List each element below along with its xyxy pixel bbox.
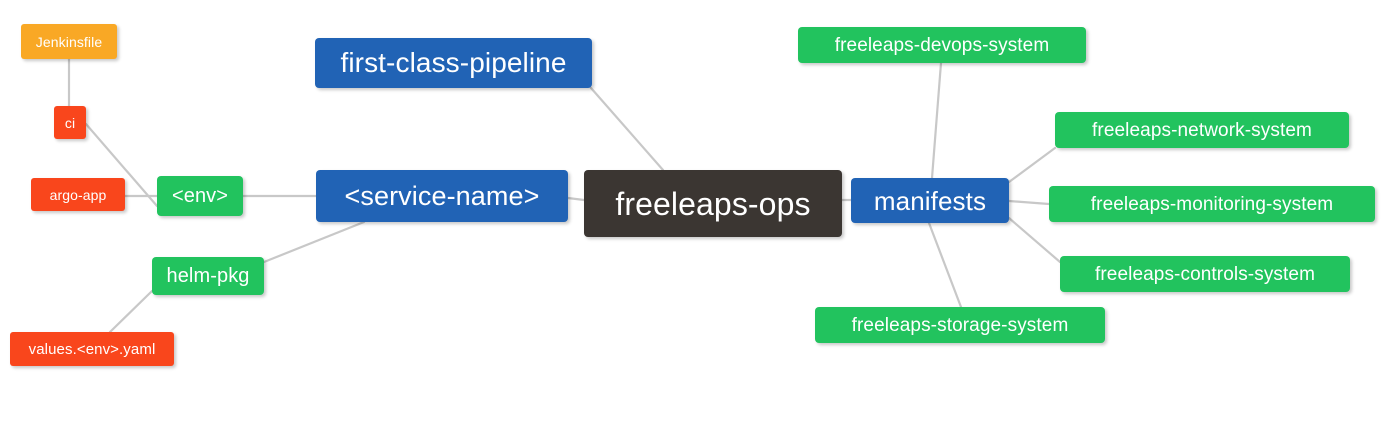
node-ci[interactable]: ci <box>54 106 86 139</box>
edge-manifests-to-freeleaps-storage-system <box>927 221 963 309</box>
node-label: Jenkinsfile <box>35 33 103 50</box>
node-env[interactable]: <env> <box>157 176 243 216</box>
node-helm-pkg[interactable]: helm-pkg <box>152 257 264 295</box>
node-jenkinsfile[interactable]: Jenkinsfile <box>21 24 117 59</box>
node-label: freeleaps-ops <box>615 185 811 222</box>
node-label: freeleaps-devops-system <box>834 34 1050 56</box>
node-label: <env> <box>171 185 229 207</box>
node-label: values.<env>.yaml <box>28 340 156 358</box>
edge-manifests-to-freeleaps-devops-system <box>930 61 943 180</box>
node-label: freeleaps-network-system <box>1092 119 1312 141</box>
edge-manifests-to-freeleaps-network-system <box>1007 146 1057 184</box>
node-label: freeleaps-controls-system <box>1094 263 1316 285</box>
node-label: helm-pkg <box>166 265 250 287</box>
node-label: ci <box>64 114 76 131</box>
node-service-name[interactable]: <service-name> <box>316 170 568 222</box>
node-label: first-class-pipeline <box>340 47 567 78</box>
node-label: freeleaps-storage-system <box>851 314 1069 336</box>
node-values-yaml[interactable]: values.<env>.yaml <box>10 332 174 366</box>
edge-first-class-pipeline-to-freeleaps-ops <box>589 86 665 172</box>
node-manifests[interactable]: manifests <box>851 178 1009 223</box>
node-first-class-pipeline[interactable]: first-class-pipeline <box>315 38 592 88</box>
node-freeleaps-monitoring-system[interactable]: freeleaps-monitoring-system <box>1049 186 1375 222</box>
node-freeleaps-network-system[interactable]: freeleaps-network-system <box>1055 112 1349 148</box>
edge-manifests-to-freeleaps-controls-system <box>1007 216 1062 264</box>
edge-helm-pkg-to-values-yaml <box>108 289 154 334</box>
node-label: <service-name> <box>344 180 540 211</box>
node-freeleaps-controls-system[interactable]: freeleaps-controls-system <box>1060 256 1350 292</box>
node-freeleaps-devops-system[interactable]: freeleaps-devops-system <box>798 27 1086 63</box>
node-argo-app[interactable]: argo-app <box>31 178 125 211</box>
edge-service-name-to-helm-pkg <box>262 220 366 264</box>
edge-manifests-to-freeleaps-monitoring-system <box>1007 199 1051 206</box>
node-label: freeleaps-monitoring-system <box>1090 193 1334 215</box>
node-label: manifests <box>873 185 987 216</box>
node-label: argo-app <box>49 186 107 203</box>
node-freeleaps-storage-system[interactable]: freeleaps-storage-system <box>815 307 1105 343</box>
edge-service-name-to-freeleaps-ops <box>566 196 586 202</box>
node-freeleaps-ops[interactable]: freeleaps-ops <box>584 170 842 237</box>
